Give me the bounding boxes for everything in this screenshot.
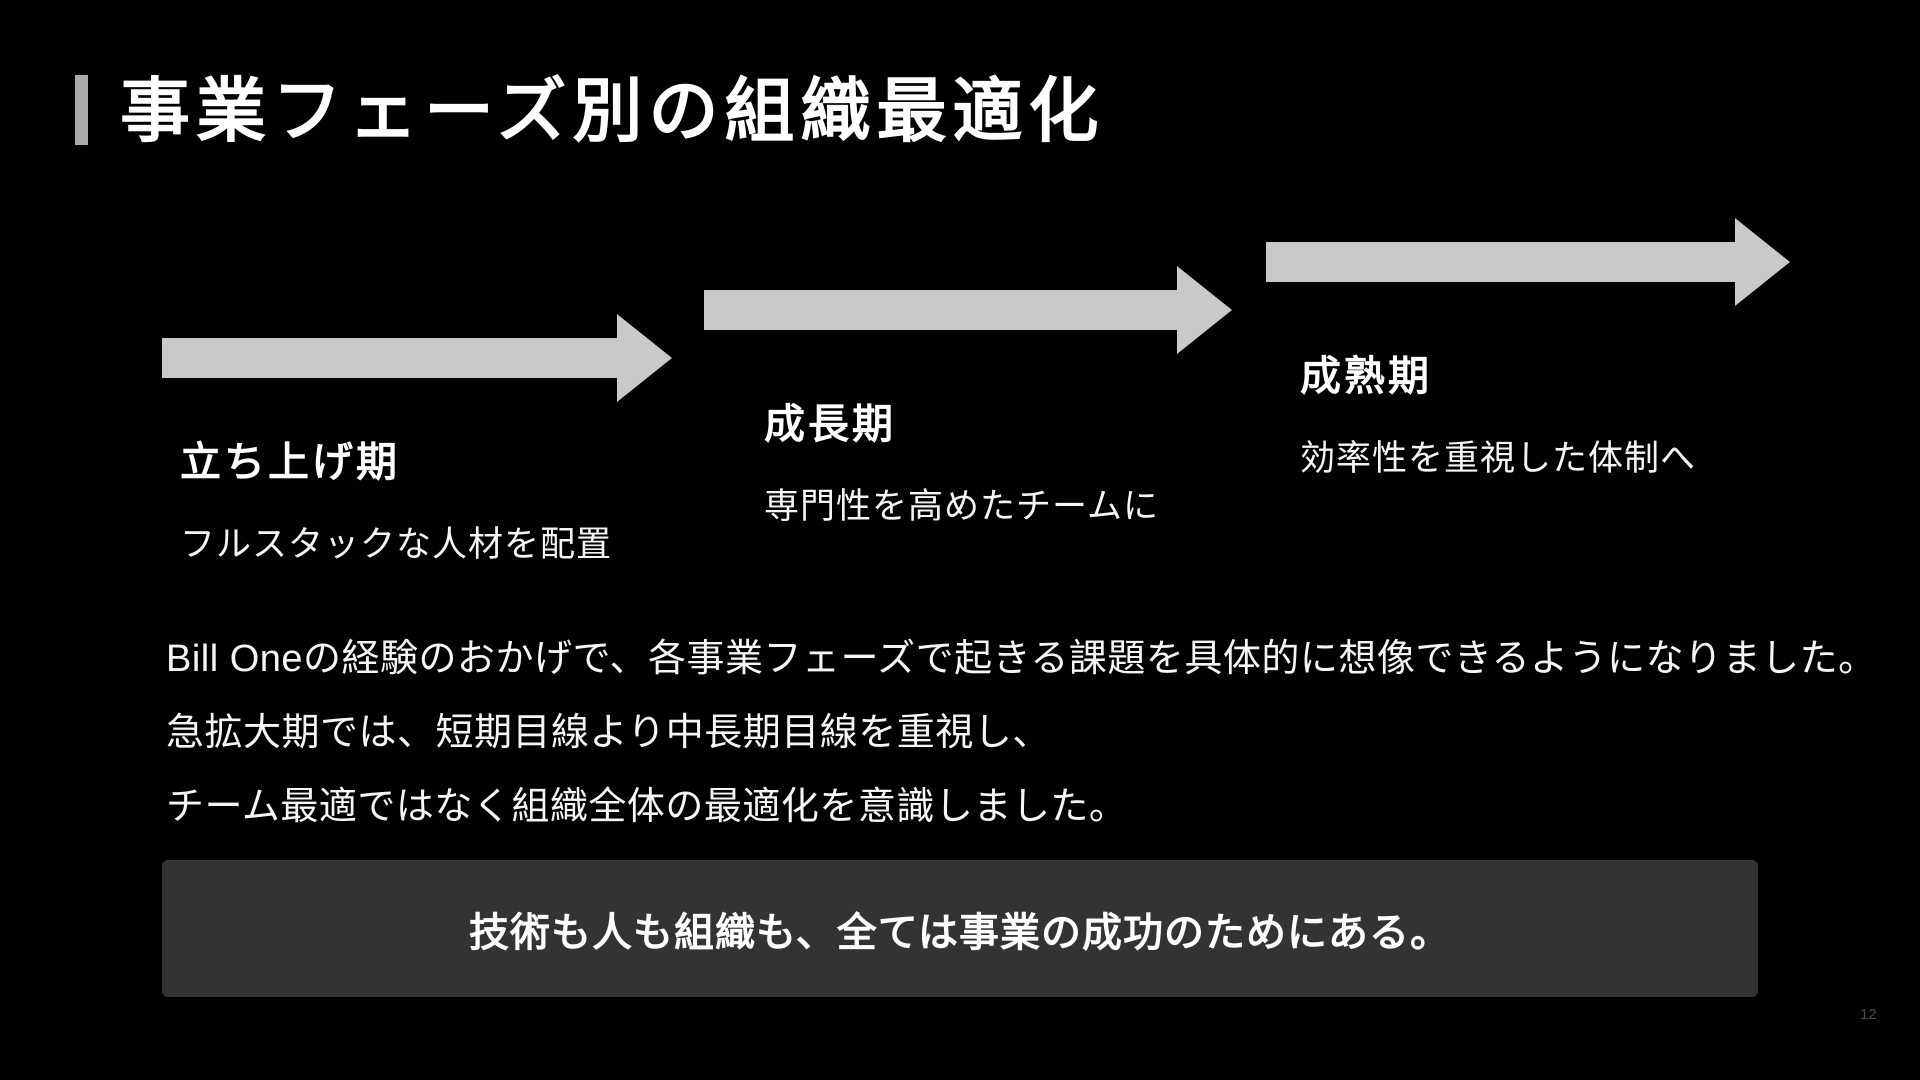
- body-line: 急拡大期では、短期目線より中長期目線を重視し、: [166, 712, 1051, 754]
- phase-description: 効率性を重視した体制へ: [1300, 439, 1697, 478]
- phase-block-maturity: 成熟期 効率性を重視した体制へ: [1300, 342, 1696, 481]
- arrow-bar: [1266, 242, 1735, 282]
- title-accent-bar: [75, 75, 88, 145]
- arrow-bar: [704, 290, 1177, 330]
- phase-name: 立ち上げ期: [180, 439, 400, 485]
- arrow-head-icon: [1735, 218, 1790, 306]
- title-row: 事業フェーズ別の組織最適化: [75, 72, 1105, 150]
- body-line: Bill Oneの経験のおかげで、各事業フェーズで起きる課題を具体的に想像できる…: [166, 638, 1877, 680]
- phase-name: 成熟期: [1300, 353, 1432, 399]
- arrow-head-icon: [617, 314, 672, 402]
- slide-body-text: Bill Oneの経験のおかげで、各事業フェーズで起きる課題を具体的に想像できる…: [166, 622, 1877, 844]
- highlight-box: 技術も人も組織も、全ては事業の成功のためにある。: [162, 860, 1758, 997]
- slide-title: 事業フェーズ別の組織最適化: [120, 72, 1105, 150]
- phase-name: 成長期: [764, 401, 896, 447]
- phase-block-startup: 立ち上げ期 フルスタックな人材を配置: [180, 428, 612, 567]
- phase-arrow-2: [704, 266, 1232, 354]
- arrow-bar: [162, 338, 617, 378]
- arrow-head-icon: [1177, 266, 1232, 354]
- page-number: 12: [1860, 1006, 1877, 1023]
- phase-description: 専門性を高めたチームに: [764, 487, 1159, 526]
- phase-description: フルスタックな人材を配置: [180, 525, 613, 564]
- phase-block-growth: 成長期 専門性を高めたチームに: [764, 390, 1159, 529]
- highlight-text: 技術も人も組織も、全ては事業の成功のためにある。: [469, 910, 1451, 955]
- phase-arrow-3: [1266, 218, 1790, 306]
- body-line: チーム最適ではなく組織全体の最適化を意識しました。: [166, 786, 1128, 828]
- phase-arrow-1: [162, 314, 672, 402]
